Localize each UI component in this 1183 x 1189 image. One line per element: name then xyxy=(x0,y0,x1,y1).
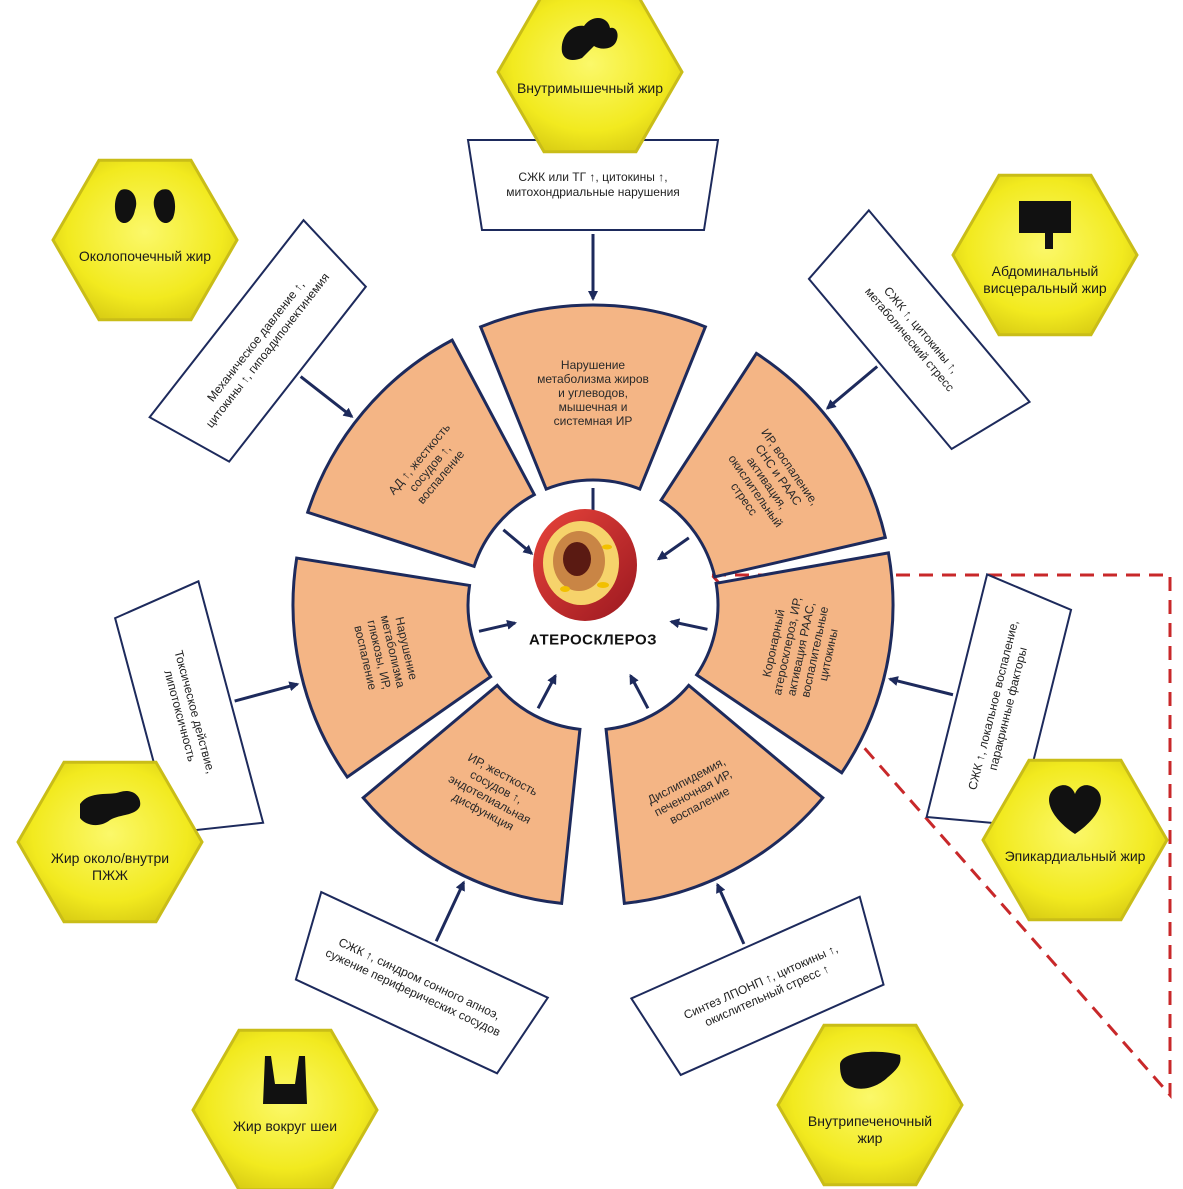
fat-depot-hexagon-7 xyxy=(51,158,239,322)
fat-depot-hexagon-5 xyxy=(191,1028,379,1189)
arrow-segment-to-center-2 xyxy=(656,536,690,561)
kidneys-icon xyxy=(114,189,176,224)
mechanism-box-3 xyxy=(925,573,1073,827)
mechanism-box-label-1: СЖК или ТГ ↑, цитокины ↑, митохондриальн… xyxy=(506,170,680,199)
effect-segment-label-1: Нарушение метаболизма жиров и углеводов,… xyxy=(537,357,649,428)
fat-depot-label-5: Жир вокруг шеи xyxy=(232,1118,338,1134)
arrow-segment-to-center-3 xyxy=(669,618,708,631)
fat-depot-hexagon-1 xyxy=(496,0,684,154)
arrow-box-to-segment-5 xyxy=(434,880,466,942)
arrow-segment-to-center-5 xyxy=(536,673,557,710)
mechanism-box-4 xyxy=(629,895,885,1077)
arrow-box-to-segment-7 xyxy=(299,375,354,418)
arrow-box-to-segment-3 xyxy=(887,676,954,697)
intestine-icon xyxy=(1019,201,1071,249)
pancreas-icon xyxy=(80,790,141,826)
effect-segment-4 xyxy=(604,683,825,906)
muscle-arm-icon xyxy=(561,17,618,60)
effect-segment-2 xyxy=(659,351,888,579)
effect-segment-5 xyxy=(361,683,582,906)
fat-depot-label-4: Внутрипеченочный жир xyxy=(807,1113,933,1146)
fat-depot-hexagon-6 xyxy=(16,760,204,924)
arrow-segment-to-center-7 xyxy=(502,528,534,555)
epicardial-highlight-dashed-outline xyxy=(708,573,1172,1099)
arrow-segment-to-center-4 xyxy=(629,673,650,710)
arrow-box-to-segment-2 xyxy=(825,365,879,410)
fat-depot-label-2: Абдоминальный висцеральный жир xyxy=(983,263,1107,296)
effect-segment-3 xyxy=(694,551,895,775)
mechanism-box-7 xyxy=(148,218,368,463)
heart-icon xyxy=(1049,785,1101,834)
neck-icon xyxy=(263,1056,307,1104)
arrow-segment-to-center-6 xyxy=(478,619,517,633)
effect-segment-7 xyxy=(305,338,537,569)
fat-depot-label-3: Эпикардиальный жир xyxy=(1004,848,1146,864)
fat-depot-hexagon-4 xyxy=(776,1023,964,1187)
mechanism-box-2 xyxy=(807,208,1032,451)
mechanism-box-5 xyxy=(294,890,550,1075)
effect-segment-6 xyxy=(291,556,493,780)
effect-segment-1 xyxy=(478,303,708,492)
fat-depot-label-7: Околопочечный жир xyxy=(78,248,212,264)
artery-cross-section-illustration xyxy=(533,509,637,621)
fat-depot-hexagon-3 xyxy=(981,758,1169,922)
fat-depot-hexagon-2 xyxy=(951,173,1139,337)
fat-depot-label-1: Внутримышечный жир xyxy=(516,80,664,96)
arrow-box-to-segment-6 xyxy=(234,681,300,703)
fat-depot-label-6: Жир около/внутри ПЖЖ xyxy=(50,850,170,883)
liver-icon xyxy=(840,1051,901,1089)
center-label-atherosclerosis: АТЕРОСКЛЕРОЗ xyxy=(528,631,658,649)
arrow-box-to-segment-4 xyxy=(716,882,746,945)
